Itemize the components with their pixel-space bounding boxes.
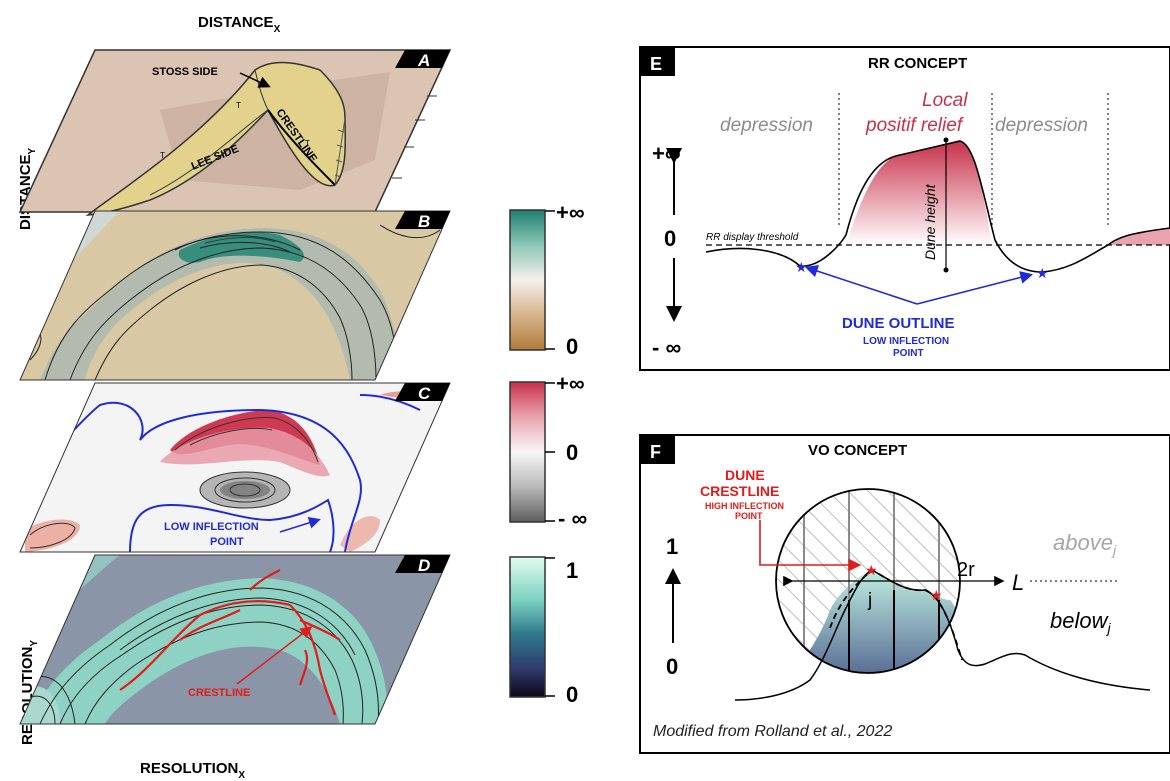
colorbar-c-mid: 0 <box>566 440 578 465</box>
credit-text: Modified from Rolland et al., 2022 <box>653 723 892 740</box>
low-point-star-left: ★ <box>795 259 808 275</box>
panel-f: F VO CONCEPT ★ ★ DUNE CRESTLIN <box>639 434 1170 754</box>
colorbar-b-top: +∞ <box>556 200 585 225</box>
low-point-star-right: ★ <box>1036 265 1049 281</box>
e-low-inflection-line2: POINT <box>893 348 924 359</box>
f-zero: 0 <box>666 654 678 679</box>
panel-a: STOSS SIDE LEE SIDE CRESTLINE T T T A <box>18 49 452 216</box>
panel-letter-e: E <box>650 54 662 74</box>
vo-concept-title: VO CONCEPT <box>808 442 907 459</box>
colorbar-c-bottom: - ∞ <box>558 506 587 531</box>
two-r-label: 2r <box>957 559 975 581</box>
dune-crestline-line1: DUNE <box>725 467 765 483</box>
e-zero: 0 <box>664 226 676 251</box>
panel-letter-f: F <box>650 442 661 462</box>
distance-x-label: DISTANCEX <box>198 14 281 35</box>
panel-c: LOW INFLECTION POINT C <box>19 382 451 553</box>
low-inflection-label-c-line2: POINT <box>210 536 244 548</box>
dune-height-label: Dune height <box>922 183 938 260</box>
colorbar-c-top: +∞ <box>556 371 585 396</box>
local-relief-line2: positif relief <box>865 115 964 136</box>
t-marker-3: T <box>305 139 310 148</box>
colorbar-b-bottom: 0 <box>566 334 578 359</box>
high-inflection-line2: POINT <box>735 511 763 521</box>
colorbar-d-top: 1 <box>566 558 578 583</box>
j-label: j <box>867 590 872 611</box>
depression-left: depression <box>720 115 813 136</box>
resolution-x-label: RESOLUTIONX <box>140 760 245 781</box>
panel-d: CRESTLINE D <box>19 554 451 725</box>
panel-letter-b: B <box>418 212 430 231</box>
crestline-label-d: CRESTLINE <box>188 687 250 699</box>
panel-letter-c: C <box>418 384 431 403</box>
dune-outline-label: DUNE OUTLINE <box>842 315 955 332</box>
depression-right: depression <box>995 115 1088 136</box>
low-inflection-label-c-line1: LOW INFLECTION <box>164 521 259 533</box>
e-plus-inf: +∞ <box>652 141 681 166</box>
panel-b: B <box>19 210 451 381</box>
rr-concept-title: RR CONCEPT <box>868 55 967 72</box>
below-j-label: belowj <box>1050 608 1111 636</box>
panel-e: E RR CONCEPT +∞ 0 - ∞ depression depress… <box>639 46 1170 371</box>
above-j-label: abovej <box>1053 530 1117 558</box>
high-point-star-1: ★ <box>865 562 878 578</box>
t-marker-1: T <box>160 151 165 160</box>
colorbar-b: +∞ 0 <box>509 200 585 359</box>
dune-crestline-line2: CRESTLINE <box>700 483 779 499</box>
local-relief-line1: Local <box>922 90 968 111</box>
e-minus-inf: - ∞ <box>652 335 681 360</box>
high-point-star-2: ★ <box>930 587 943 603</box>
colorbar-d-bottom: 0 <box>566 682 578 707</box>
stoss-side-label: STOSS SIDE <box>152 66 218 78</box>
t-marker-2: T <box>236 101 241 110</box>
panel-letter-a: A <box>417 51 430 70</box>
high-inflection-line1: HIGH INFLECTION <box>705 501 784 511</box>
f-one: 1 <box>666 534 678 559</box>
l-label: L <box>1012 570 1024 595</box>
colorbar-c: +∞ 0 - ∞ <box>509 371 587 531</box>
rr-threshold-label: RR display threshold <box>706 232 799 243</box>
panel-letter-d: D <box>418 556 430 575</box>
e-low-inflection-line1: LOW INFLECTION <box>863 336 949 347</box>
colorbar-d: 1 0 <box>509 556 578 707</box>
